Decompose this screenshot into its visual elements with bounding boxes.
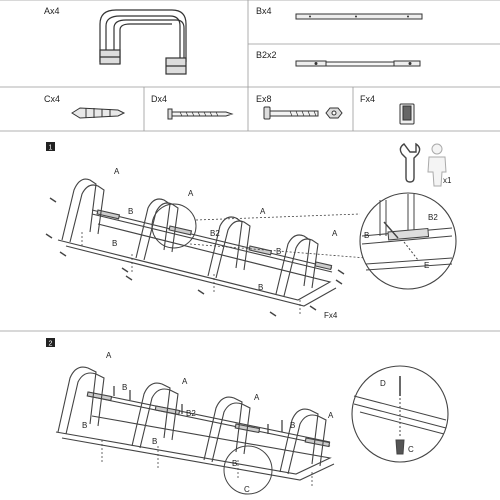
step-1-labels: A A A A B B B B B2 Fx4	[112, 167, 338, 320]
part-a-drawing	[99, 9, 187, 75]
step-2-hoops	[57, 366, 327, 475]
step-1-label-a-3: A	[260, 207, 266, 216]
step-1-hoops	[61, 178, 319, 297]
step-1-label-b2: B2	[210, 229, 220, 238]
step-2-label-a-4: A	[328, 411, 334, 420]
part-f-drawing	[399, 103, 415, 125]
person-count: x1	[443, 176, 452, 185]
part-b2-drawing	[295, 60, 421, 67]
step-1-label-fx4: Fx4	[324, 311, 338, 320]
step-2-label-c: C	[244, 485, 250, 494]
parts-table	[0, 0, 500, 132]
part-f-label: Fx4	[360, 94, 375, 104]
tools-required: x1	[399, 142, 452, 187]
step-2-detail-view: D C	[351, 365, 449, 463]
step-1-label-b-4: B	[258, 283, 263, 292]
step-1-label-a-2: A	[188, 189, 194, 198]
step-1-label-a-4: A	[332, 229, 338, 238]
part-c-label: Cx4	[44, 94, 60, 104]
part-e-label: Ex8	[256, 94, 272, 104]
step-2-label-b-4: B	[290, 421, 295, 430]
part-c-cell: Cx4	[44, 94, 126, 119]
step-1-label-b-2: B	[112, 239, 117, 248]
wrench-icon	[399, 142, 421, 183]
part-e-drawing	[263, 106, 343, 120]
step-1-label-a-1: A	[114, 167, 120, 176]
part-c-drawing	[71, 107, 126, 119]
part-b-cell: Bx4	[256, 6, 423, 20]
part-b-label: Bx4	[256, 6, 272, 16]
part-a-cell: Ax4	[44, 6, 187, 75]
step-2-label-a-3: A	[254, 393, 260, 402]
step-1-rack-drawing	[45, 178, 367, 317]
part-a-label: Ax4	[44, 6, 60, 16]
svg-text:2: 2	[49, 341, 53, 348]
part-d-drawing	[167, 108, 234, 120]
part-e-cell: Ex8	[256, 94, 343, 120]
step-2-badge: 2	[46, 338, 55, 348]
part-b2-cell: B2x2	[256, 50, 421, 67]
step-2-label-b-3: B	[152, 437, 157, 446]
step-2-label-b2: B2	[186, 409, 196, 418]
step-2-rack-drawing	[55, 366, 335, 495]
step-1-badge: 1	[46, 142, 55, 152]
step-2-detail-label-d: D	[380, 379, 386, 388]
step-1-detail-label-e: E	[424, 261, 429, 270]
step-2-labels: A A A A B B B B B B2 C	[82, 351, 334, 494]
step-2-label-a-2: A	[182, 377, 188, 386]
part-b-drawing	[295, 13, 423, 20]
part-d-cell: Dx4	[151, 94, 234, 120]
step-2-detail-label-c: C	[408, 445, 414, 454]
part-b2-label: B2x2	[256, 50, 277, 60]
step-2-label-b-2: B	[82, 421, 87, 430]
step-1-label-b-3: B	[276, 247, 281, 256]
part-d-label: Dx4	[151, 94, 167, 104]
step-1-detail-view: B B2 E	[359, 192, 457, 290]
step-2-label-b-5: B	[232, 459, 237, 468]
step-1-label-b-1: B	[128, 207, 133, 216]
step-2-label-a-1: A	[106, 351, 112, 360]
svg-text:1: 1	[49, 145, 53, 152]
step-1-detail-label-b: B	[364, 231, 369, 240]
part-f-cell: Fx4	[360, 94, 415, 125]
step-2-label-b-1: B	[122, 383, 127, 392]
step-1-detail-label-b2: B2	[428, 213, 438, 222]
person-icon	[427, 143, 447, 187]
